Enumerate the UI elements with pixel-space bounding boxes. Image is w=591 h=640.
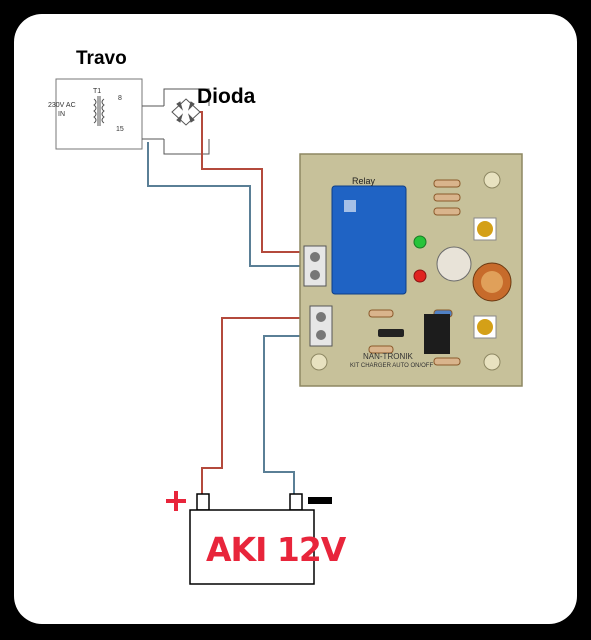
transformer-ref-label: T1 [93,88,102,95]
pcb-subtitle: KIT CHARGER AUTO ON/OFF [350,363,434,369]
input-terminal [303,245,327,287]
capacitor-1 [436,246,472,282]
diode-label: Dioda [197,85,256,108]
ic-chip [424,314,450,354]
battery [166,491,332,585]
transformer-tap-top-label: 8 [118,95,122,102]
transformer-label: Travo [76,48,127,69]
transformer-input-sub-label: IN [58,111,65,118]
green-led [413,235,427,249]
bridge-negative-wire [147,142,304,267]
battery-label: AKI 12V [206,530,346,569]
circuit-diagram [55,78,523,585]
relay [331,185,407,295]
battery-positive-wire [201,317,314,494]
wires [147,111,314,494]
transformer-symbol [55,78,164,150]
red-led [413,269,427,283]
bridge-positive-wire [200,111,304,253]
relay-title: Relay [352,176,376,186]
battery-terminal [309,305,333,347]
diagram-card: Travo Dioda AKI 12V 230V AC IN T1 8 15 R… [14,14,577,624]
pcb-board [299,153,523,387]
transformer-tap-bottom-label: 15 [116,126,124,133]
diode-bridge-symbol [163,88,210,155]
battery-negative-wire [263,335,314,494]
pcb-brand: NAN-TRONIK [363,352,413,361]
transformer-input-label: 230V AC [48,102,76,109]
